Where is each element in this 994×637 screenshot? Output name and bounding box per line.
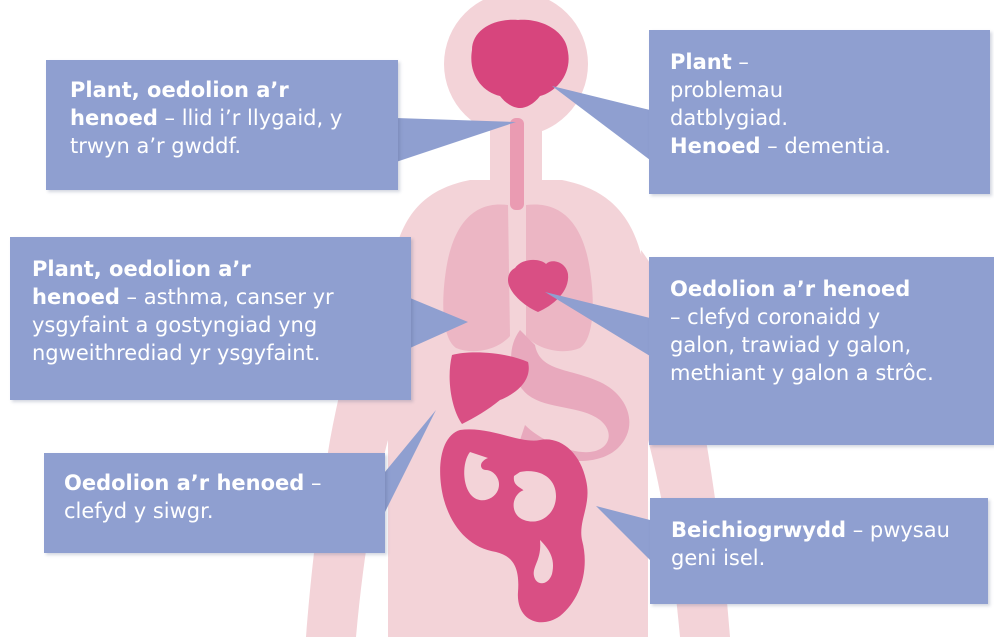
callout-line: henoed – asthma, canser yr — [32, 283, 403, 311]
callout-text: ngweithrediad yr ysgyfaint. — [32, 339, 403, 367]
callout-text: – llid i’r llygaid, y — [158, 106, 342, 130]
callout-line: Plant, oedolion a’r — [32, 255, 403, 283]
callout-text: – — [304, 471, 321, 495]
callout-bold-text: Beichiogrwydd — [671, 518, 846, 542]
callout-line: Plant, oedolion a’r — [70, 76, 380, 104]
callout-eye-nose-throat: Plant, oedolion a’r henoed – llid i’r ll… — [46, 60, 398, 190]
callout-bold-text: Plant — [670, 50, 732, 74]
callout-heart: Oedolion a’r henoed – clefyd coronaidd y… — [649, 257, 994, 445]
callout-line: henoed – llid i’r llygaid, y — [70, 104, 380, 132]
callout-bold-text: henoed — [32, 285, 120, 309]
callout-text: – asthma, canser yr — [120, 285, 334, 309]
callout-text: clefyd y siwgr. — [64, 497, 375, 525]
callout-line: Henoed – dementia. — [670, 132, 980, 160]
callout-text: – — [732, 50, 749, 74]
connector-top-right — [552, 86, 650, 160]
callout-line: Oedolion a’r henoed – — [64, 469, 375, 497]
trachea — [510, 118, 524, 210]
callout-bold-text: henoed — [70, 106, 158, 130]
callout-text: – clefyd coronaidd y — [670, 303, 988, 331]
callout-text: datblygiad. — [670, 104, 980, 132]
callout-bold-text: Henoed — [670, 134, 760, 158]
callout-text: problemau — [670, 76, 980, 104]
callout-lungs: Plant, oedolion a’r henoed – asthma, can… — [10, 237, 411, 400]
callout-bold-text: Oedolion a’r henoed — [64, 471, 304, 495]
callout-brain: Plant – problemau datblygiad. Henoed – d… — [649, 30, 990, 194]
callout-line: Oedolion a’r henoed — [670, 275, 988, 303]
callout-bold-text: Plant, oedolion a’r — [32, 257, 251, 281]
callout-text: – pwysau — [846, 518, 950, 542]
callout-text: geni isel. — [671, 544, 982, 572]
callout-pregnancy: Beichiogrwydd – pwysau geni isel. — [650, 498, 988, 604]
callout-text: ysgyfaint a gostyngiad yng — [32, 311, 403, 339]
callout-text: galon, trawiad y galon, — [670, 331, 988, 359]
callout-text: methiant y galon a strôc. — [670, 359, 988, 387]
callout-text: – dementia. — [760, 134, 890, 158]
callout-text: trwyn a’r gwddf. — [70, 132, 380, 160]
callout-bold-text: Oedolion a’r henoed — [670, 277, 910, 301]
callout-line: Beichiogrwydd – pwysau — [671, 516, 982, 544]
callout-bold-text: Plant, oedolion a’r — [70, 78, 289, 102]
callout-line: Plant – — [670, 48, 980, 76]
callout-diabetes: Oedolion a’r henoed – clefyd y siwgr. — [44, 453, 385, 553]
